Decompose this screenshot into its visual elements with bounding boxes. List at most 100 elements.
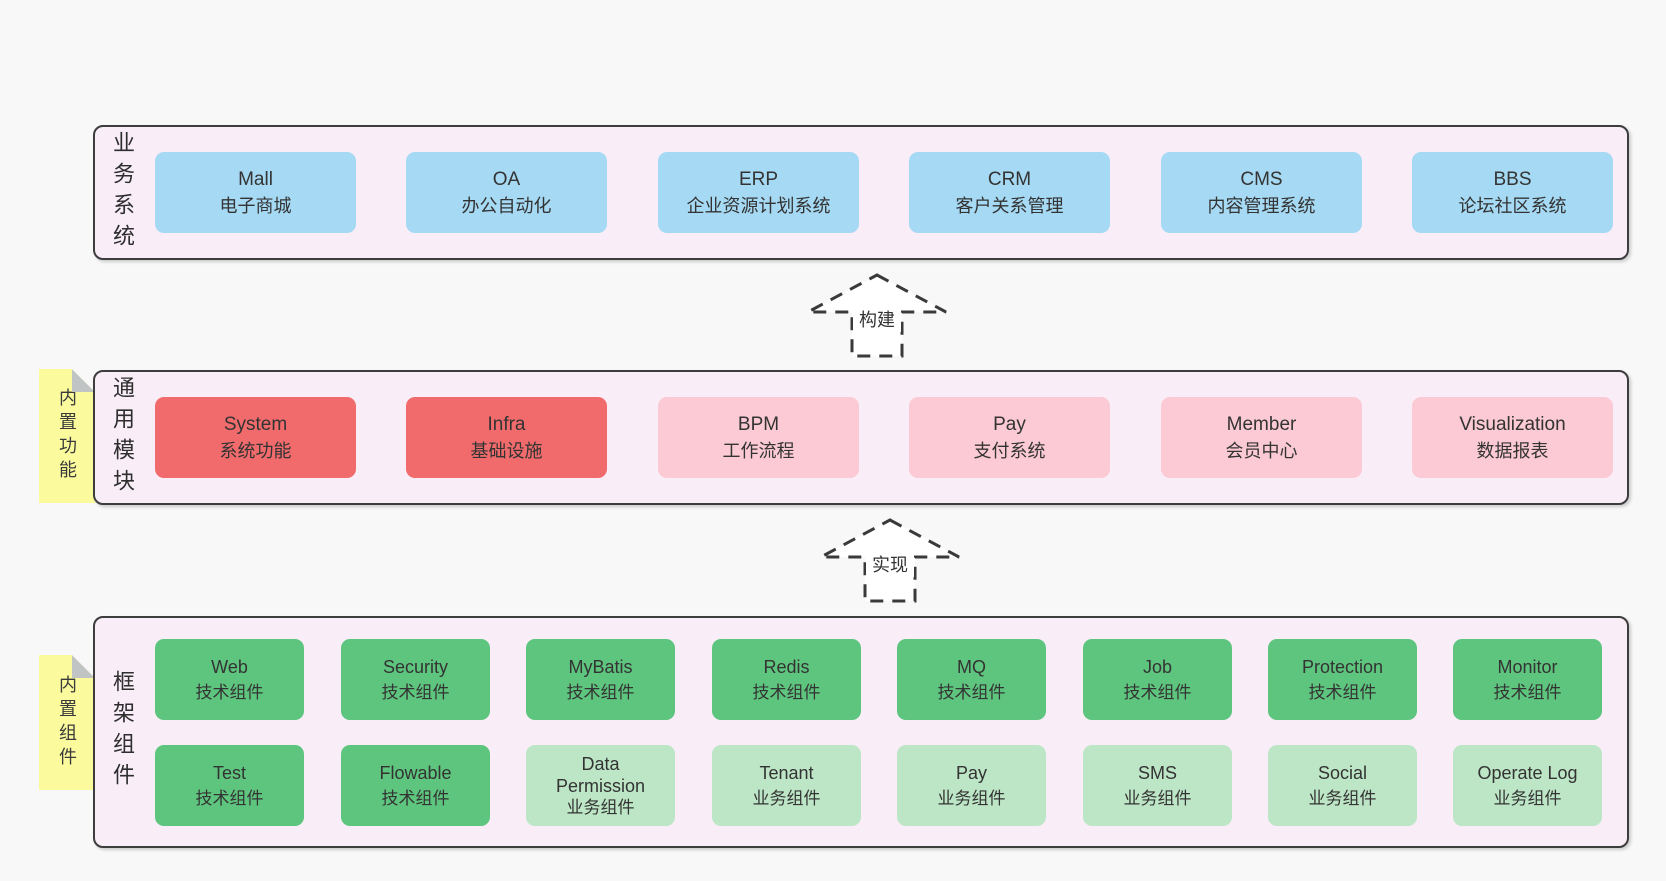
box-title: Redis	[763, 656, 810, 677]
box-cms: CMS 内容管理系统	[1161, 152, 1362, 233]
box-pay-biz: Pay 业务组件	[897, 745, 1046, 826]
folded-corner-icon	[72, 369, 95, 392]
box-security: Security 技术组件	[341, 639, 490, 720]
box-title: Visualization	[1459, 413, 1566, 435]
arrow-label-bg	[866, 551, 914, 577]
box-title: Mall	[238, 168, 273, 190]
box-title: Tenant	[759, 762, 814, 783]
box-title: Pay	[993, 413, 1026, 435]
box-crm: CRM 客户关系管理	[909, 152, 1110, 233]
box-title: MQ	[957, 656, 986, 677]
box-visualization: Visualization 数据报表	[1412, 397, 1613, 478]
box-tenant: Tenant 业务组件	[712, 745, 861, 826]
box-sms: SMS 业务组件	[1083, 745, 1232, 826]
box-subtitle: 工作流程	[722, 440, 795, 461]
panel-business-systems-label: 业务系统	[110, 130, 135, 255]
box-title: Monitor	[1497, 656, 1558, 677]
box-social: Social 业务组件	[1268, 745, 1417, 826]
box-subtitle: 技术组件	[566, 682, 635, 702]
box-erp: ERP 企业资源计划系统	[658, 152, 859, 233]
panel-business-systems: 业务系统 Mall 电子商城 OA 办公自动化 ERP 企业资源计划系统 CRM…	[93, 125, 1629, 260]
box-flowable: Flowable 技术组件	[341, 745, 490, 826]
box-title: Social	[1317, 762, 1368, 783]
box-monitor: Monitor 技术组件	[1453, 639, 1602, 720]
box-subtitle: 客户关系管理	[955, 195, 1064, 216]
box-title: Security	[382, 656, 449, 677]
box-subtitle: 企业资源计划系统	[686, 195, 831, 216]
box-subtitle: 技术组件	[1493, 682, 1562, 702]
box-title: Web	[211, 656, 248, 677]
box-subtitle: 技术组件	[1123, 682, 1192, 702]
box-subtitle: 内容管理系统	[1207, 195, 1316, 216]
box-title: Member	[1226, 413, 1297, 435]
box-subtitle: 基础设施	[470, 440, 543, 461]
build-arrow: 构建	[807, 273, 947, 358]
box-infra: Infra 基础设施	[406, 397, 607, 478]
arrow-label: 实现	[872, 555, 908, 575]
box-subtitle: 业务组件	[937, 788, 1006, 808]
box-subtitle: 电子商城	[219, 195, 292, 216]
box-redis: Redis 技术组件	[712, 639, 861, 720]
panel-framework-components: 框架组件 Web 技术组件 Security 技术组件 MyBatis 技术组件…	[93, 616, 1629, 848]
tag-label: 内置组件	[57, 674, 77, 771]
box-subtitle: 业务组件	[752, 788, 821, 808]
box-title: ERP	[738, 168, 779, 190]
tag-built-in-components: 内置组件	[39, 655, 95, 790]
panel-framework-components-label: 框架组件	[110, 670, 135, 794]
box-pay-system: Pay 支付系统	[909, 397, 1110, 478]
box-title: Operate Log	[1477, 762, 1578, 783]
box-subtitle: 数据报表	[1476, 440, 1549, 461]
panel-common-modules: 通用模块 System 系统功能 Infra 基础设施 BPM 工作流程 Pay…	[93, 370, 1629, 505]
box-system: System 系统功能	[155, 397, 356, 478]
box-title: Pay	[955, 762, 988, 783]
box-title: Data Permission	[555, 753, 646, 796]
box-subtitle: 技术组件	[752, 682, 821, 702]
box-subtitle: 技术组件	[195, 682, 264, 702]
arrow-label: 构建	[859, 310, 895, 330]
box-subtitle: 技术组件	[1308, 682, 1377, 702]
box-title: Protection	[1301, 656, 1384, 677]
box-operate-log: Operate Log 业务组件	[1453, 745, 1602, 826]
box-bbs: BBS 论坛社区系统	[1412, 152, 1613, 233]
box-data-permission: Data Permission 业务组件	[526, 745, 675, 826]
box-title: MyBatis	[568, 656, 633, 677]
box-subtitle: 支付系统	[973, 440, 1046, 461]
box-subtitle: 系统功能	[219, 440, 292, 461]
box-subtitle: 会员中心	[1225, 440, 1298, 461]
box-mq: MQ 技术组件	[897, 639, 1046, 720]
box-title: Flowable	[379, 762, 452, 783]
box-title: CRM	[987, 168, 1032, 190]
box-subtitle: 技术组件	[937, 682, 1006, 702]
folded-corner-icon	[72, 655, 95, 678]
box-bpm: BPM 工作流程	[658, 397, 859, 478]
box-title: OA	[492, 168, 521, 190]
box-title: System	[223, 413, 288, 435]
implement-arrow: 实现	[820, 518, 960, 603]
panel-common-modules-label: 通用模块	[110, 375, 135, 500]
box-subtitle: 技术组件	[381, 682, 450, 702]
box-protection: Protection 技术组件	[1268, 639, 1417, 720]
box-title: Infra	[487, 413, 526, 435]
box-mall: Mall 电子商城	[155, 152, 356, 233]
box-title: Test	[212, 762, 246, 783]
box-test: Test 技术组件	[155, 745, 304, 826]
box-title: SMS	[1137, 762, 1177, 783]
box-title: CMS	[1240, 168, 1283, 190]
box-subtitle: 技术组件	[195, 788, 264, 808]
box-job: Job 技术组件	[1083, 639, 1232, 720]
box-oa: OA 办公自动化	[406, 152, 607, 233]
arrow-label-bg	[853, 306, 901, 332]
box-subtitle: 技术组件	[381, 788, 450, 808]
box-subtitle: 业务组件	[1493, 788, 1562, 808]
box-subtitle: 业务组件	[566, 797, 635, 817]
box-title: BBS	[1493, 168, 1532, 190]
box-title: BPM	[737, 413, 780, 435]
box-mybatis: MyBatis 技术组件	[526, 639, 675, 720]
box-subtitle: 业务组件	[1308, 788, 1377, 808]
box-subtitle: 论坛社区系统	[1458, 195, 1567, 216]
box-web: Web 技术组件	[155, 639, 304, 720]
box-subtitle: 办公自动化	[461, 195, 552, 216]
tag-built-in-features: 内置功能	[39, 369, 95, 503]
box-member: Member 会员中心	[1161, 397, 1362, 478]
